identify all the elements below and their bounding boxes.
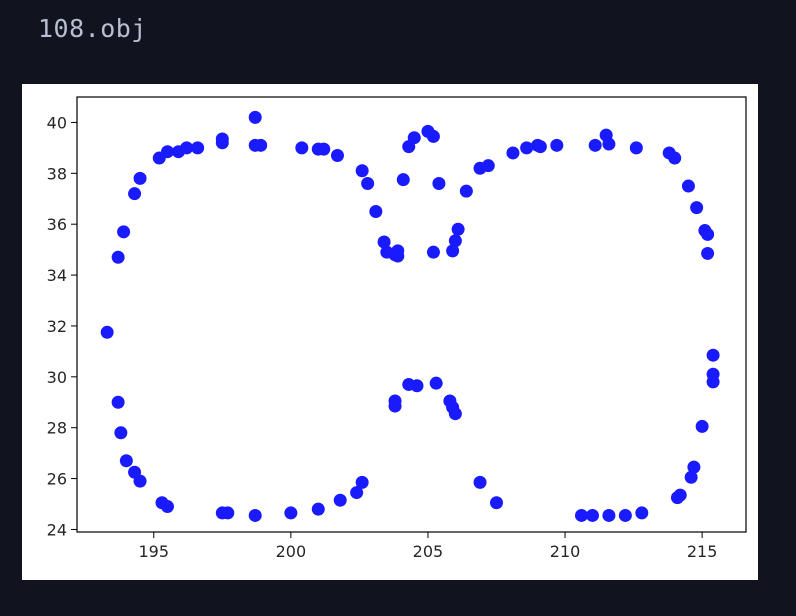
data-point [520, 141, 534, 155]
x-tick-label: 195 [138, 542, 169, 561]
data-point [429, 376, 443, 390]
data-point [588, 138, 602, 152]
data-point [443, 394, 457, 408]
data-point [248, 508, 262, 522]
points-group [100, 110, 720, 522]
data-point [215, 132, 229, 146]
data-point [684, 470, 698, 484]
data-point [602, 137, 616, 151]
data-point [690, 201, 704, 215]
data-point [355, 164, 369, 178]
data-point [459, 184, 473, 198]
data-point [402, 377, 416, 391]
data-point [114, 426, 128, 440]
data-point [602, 508, 616, 522]
data-point [585, 508, 599, 522]
data-point [369, 204, 383, 218]
data-point [706, 348, 720, 362]
y-tick-label: 40 [47, 113, 67, 132]
data-point [388, 394, 402, 408]
data-point [426, 245, 440, 259]
y-tick-label: 30 [47, 368, 67, 387]
x-tick-label: 215 [687, 542, 718, 561]
data-point [215, 506, 229, 520]
data-point [100, 325, 114, 339]
y-tick-label: 28 [47, 419, 67, 438]
data-point [117, 225, 131, 239]
y-tick-label: 36 [47, 215, 67, 234]
data-point [448, 234, 462, 248]
data-point [481, 159, 495, 173]
data-point [377, 235, 391, 249]
data-point [396, 173, 410, 187]
x-tick-label: 205 [413, 542, 444, 561]
data-point [133, 171, 147, 185]
data-point [473, 475, 487, 489]
data-point [317, 142, 331, 156]
data-point [128, 465, 142, 479]
data-point [451, 222, 465, 236]
data-point [533, 140, 547, 154]
data-point [311, 502, 325, 516]
data-point [119, 454, 133, 468]
data-point [489, 496, 503, 510]
plot-area-frame [76, 96, 747, 533]
data-point [191, 141, 205, 155]
data-point [701, 246, 715, 260]
data-point [687, 460, 701, 474]
y-tick-label: 24 [47, 520, 67, 539]
scatter-chart: 195 200 205 210 215 24 26 28 30 32 34 36 38 40 [47, 96, 747, 561]
data-point [706, 375, 720, 389]
ticks-group: 195 200 205 210 215 24 26 28 30 32 34 36 38 40 [47, 113, 718, 561]
data-point [701, 227, 715, 241]
data-point [391, 244, 405, 258]
chart-panel: 195 200 205 210 215 24 26 28 30 32 34 36 38 40 [22, 84, 758, 580]
data-point [248, 110, 262, 124]
y-tick-label: 32 [47, 317, 67, 336]
data-point [361, 176, 375, 190]
data-point [330, 149, 344, 163]
data-point [111, 395, 125, 409]
data-point [128, 187, 142, 201]
y-tick-label: 26 [47, 470, 67, 489]
data-point [254, 138, 268, 152]
data-point [618, 508, 632, 522]
data-point [111, 250, 125, 264]
file-name-title: 108.obj [38, 14, 147, 43]
x-tick-label: 200 [276, 542, 307, 561]
data-point [407, 131, 421, 145]
data-point [629, 141, 643, 155]
data-point [333, 493, 347, 507]
data-point [670, 491, 684, 505]
data-point [180, 141, 194, 155]
data-point [446, 244, 460, 258]
data-point [350, 486, 364, 500]
data-point [668, 151, 682, 165]
data-point [432, 176, 446, 190]
data-point [506, 146, 520, 160]
data-point [695, 419, 709, 433]
data-point [160, 145, 174, 159]
data-point [574, 508, 588, 522]
data-point [155, 496, 169, 510]
x-tick-label: 210 [550, 542, 581, 561]
y-tick-label: 38 [47, 164, 67, 183]
data-point [284, 506, 298, 520]
data-point [295, 141, 309, 155]
y-tick-label: 34 [47, 266, 67, 285]
data-point [355, 475, 369, 489]
data-point [550, 138, 564, 152]
data-point [681, 179, 695, 193]
data-point [635, 506, 649, 520]
data-point [426, 129, 440, 143]
